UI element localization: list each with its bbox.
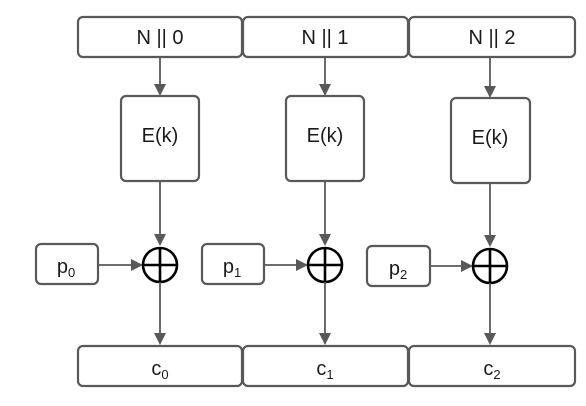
arrowhead-xor-to-ciphertext-0 [154, 333, 166, 345]
arrowhead-encrypt-to-xor-2 [484, 235, 496, 247]
arrowhead-xor-to-ciphertext-1 [319, 333, 331, 345]
arrowhead-encrypt-to-xor-1 [319, 234, 331, 246]
plaintext-box-0 [34, 242, 100, 286]
column-1: N || 1 E(k) p1 c1 [200, 15, 410, 388]
ciphertext-label-2: c2 [483, 358, 500, 382]
arrowhead-plaintext-to-xor-0 [131, 259, 143, 271]
xor-icon [306, 246, 344, 284]
plaintext-box-1 [200, 242, 266, 286]
ciphertext-label-0: c0 [151, 358, 168, 382]
encrypt-label-1: E(k) [307, 125, 344, 147]
arrowhead-plaintext-to-xor-2 [461, 260, 473, 272]
arrowhead-encrypt-to-xor-0 [154, 234, 166, 246]
counter-label-2: N || 2 [468, 27, 515, 49]
plaintext-label-1: p1 [223, 256, 241, 280]
encrypt-label-0: E(k) [142, 125, 179, 147]
arrowhead-xor-to-ciphertext-2 [484, 333, 496, 345]
column-0: N || 0 E(k) p0 c0 [34, 15, 244, 388]
arrowhead-counter-to-encrypt-0 [154, 84, 166, 96]
counter-box-2 [407, 15, 577, 59]
column-2: N || 2 E(k) p2 c2 [365, 15, 577, 388]
counter-label-0: N || 0 [136, 27, 183, 49]
arrowhead-counter-to-encrypt-2 [484, 86, 496, 98]
plaintext-label-2: p2 [389, 258, 407, 282]
counter-label-1: N || 1 [301, 27, 348, 49]
xor-icon [141, 246, 179, 284]
arrowhead-plaintext-to-xor-1 [296, 259, 308, 271]
ciphertext-label-1: c1 [316, 358, 333, 382]
plaintext-label-0: p0 [57, 256, 75, 280]
ciphertext-box-2 [407, 344, 577, 388]
xor-icon [471, 247, 509, 285]
arrowhead-counter-to-encrypt-1 [319, 84, 331, 96]
encrypt-label-2: E(k) [472, 127, 509, 149]
